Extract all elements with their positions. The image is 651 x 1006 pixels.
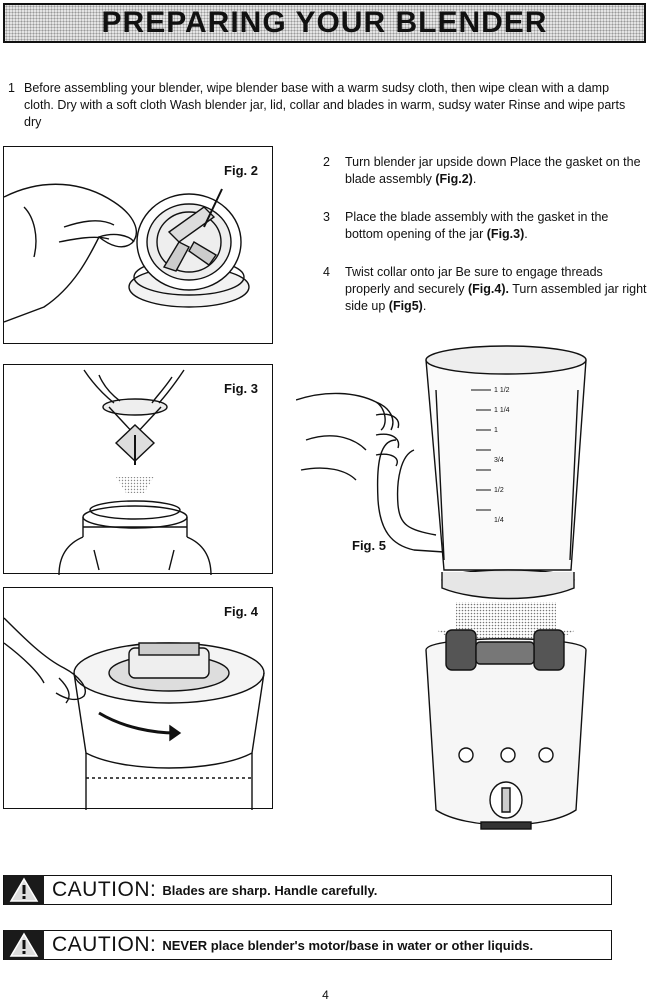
step-1: 1 Before assembling your blender, wipe b… xyxy=(8,80,638,131)
jar-marking: 1 1/2 xyxy=(494,387,510,394)
warning-triangle-icon xyxy=(4,875,44,905)
fig3-illustration xyxy=(58,369,212,575)
fig5-illustration: 1 1/2 1 1/4 1 3/4 1/2 1/4 xyxy=(296,345,587,830)
jar-marking: 1/4 xyxy=(494,517,504,524)
fig-ref: (Fig.2) xyxy=(435,172,473,186)
title-banner: PREPARING YOUR BLENDER xyxy=(3,3,646,43)
caution-heading: CAUTION: xyxy=(52,878,157,901)
fig4-illustration xyxy=(4,617,265,810)
step-text: Place the blade assembly with the gasket… xyxy=(345,210,609,241)
step-text: Twist collar onto jar Be sure to engage … xyxy=(345,265,647,313)
warning-triangle-icon xyxy=(4,930,44,960)
fig3-label: Fig. 3 xyxy=(222,381,260,396)
caution-message: NEVER place blender's motor/base in wate… xyxy=(162,937,534,953)
step-2: 2 Turn blender jar upside down Place the… xyxy=(323,154,648,188)
step-4: 4 Twist collar onto jar Be sure to engag… xyxy=(323,264,648,315)
jar-marking: 1 1/4 xyxy=(494,407,510,414)
jar-marking: 1 xyxy=(494,427,498,434)
page-title: PREPARING YOUR BLENDER xyxy=(101,6,548,39)
step-number: 4 xyxy=(323,265,330,279)
caution-message: Blades are sharp. Handle carefully. xyxy=(162,882,378,898)
figure-4: Fig. 4 xyxy=(3,587,273,810)
fig4-label: Fig. 4 xyxy=(222,604,260,619)
figure-3: Fig. 3 xyxy=(3,364,273,575)
fig2-illustration xyxy=(4,183,250,323)
caution-banner: CAUTION: NEVER place blender's motor/bas… xyxy=(3,930,612,960)
fig2-label: Fig. 2 xyxy=(222,163,260,178)
caution-heading: CAUTION: xyxy=(52,933,157,956)
fig-ref: (Fig.4). xyxy=(467,282,509,296)
fig-ref: (Fig.3) xyxy=(486,227,525,241)
caution-banner: CAUTION: Blades are sharp. Handle carefu… xyxy=(3,875,612,905)
figure-2: Fig. 2 xyxy=(3,146,273,344)
fig5-label: Fig. 5 xyxy=(352,538,386,553)
step-number: 3 xyxy=(323,210,330,224)
step-number: 2 xyxy=(323,155,330,169)
step-text: Before assembling your blender, wipe ble… xyxy=(24,81,626,129)
jar-marking: 1/2 xyxy=(494,487,504,494)
step-3: 3 Place the blade assembly with the gask… xyxy=(323,209,648,243)
step-number: 1 xyxy=(8,81,15,95)
fig-ref: (Fig5) xyxy=(388,299,423,313)
step-text: Turn blender jar upside down Place the g… xyxy=(345,155,641,186)
jar-marking: 3/4 xyxy=(494,457,504,464)
page-number: 4 xyxy=(322,988,329,1002)
